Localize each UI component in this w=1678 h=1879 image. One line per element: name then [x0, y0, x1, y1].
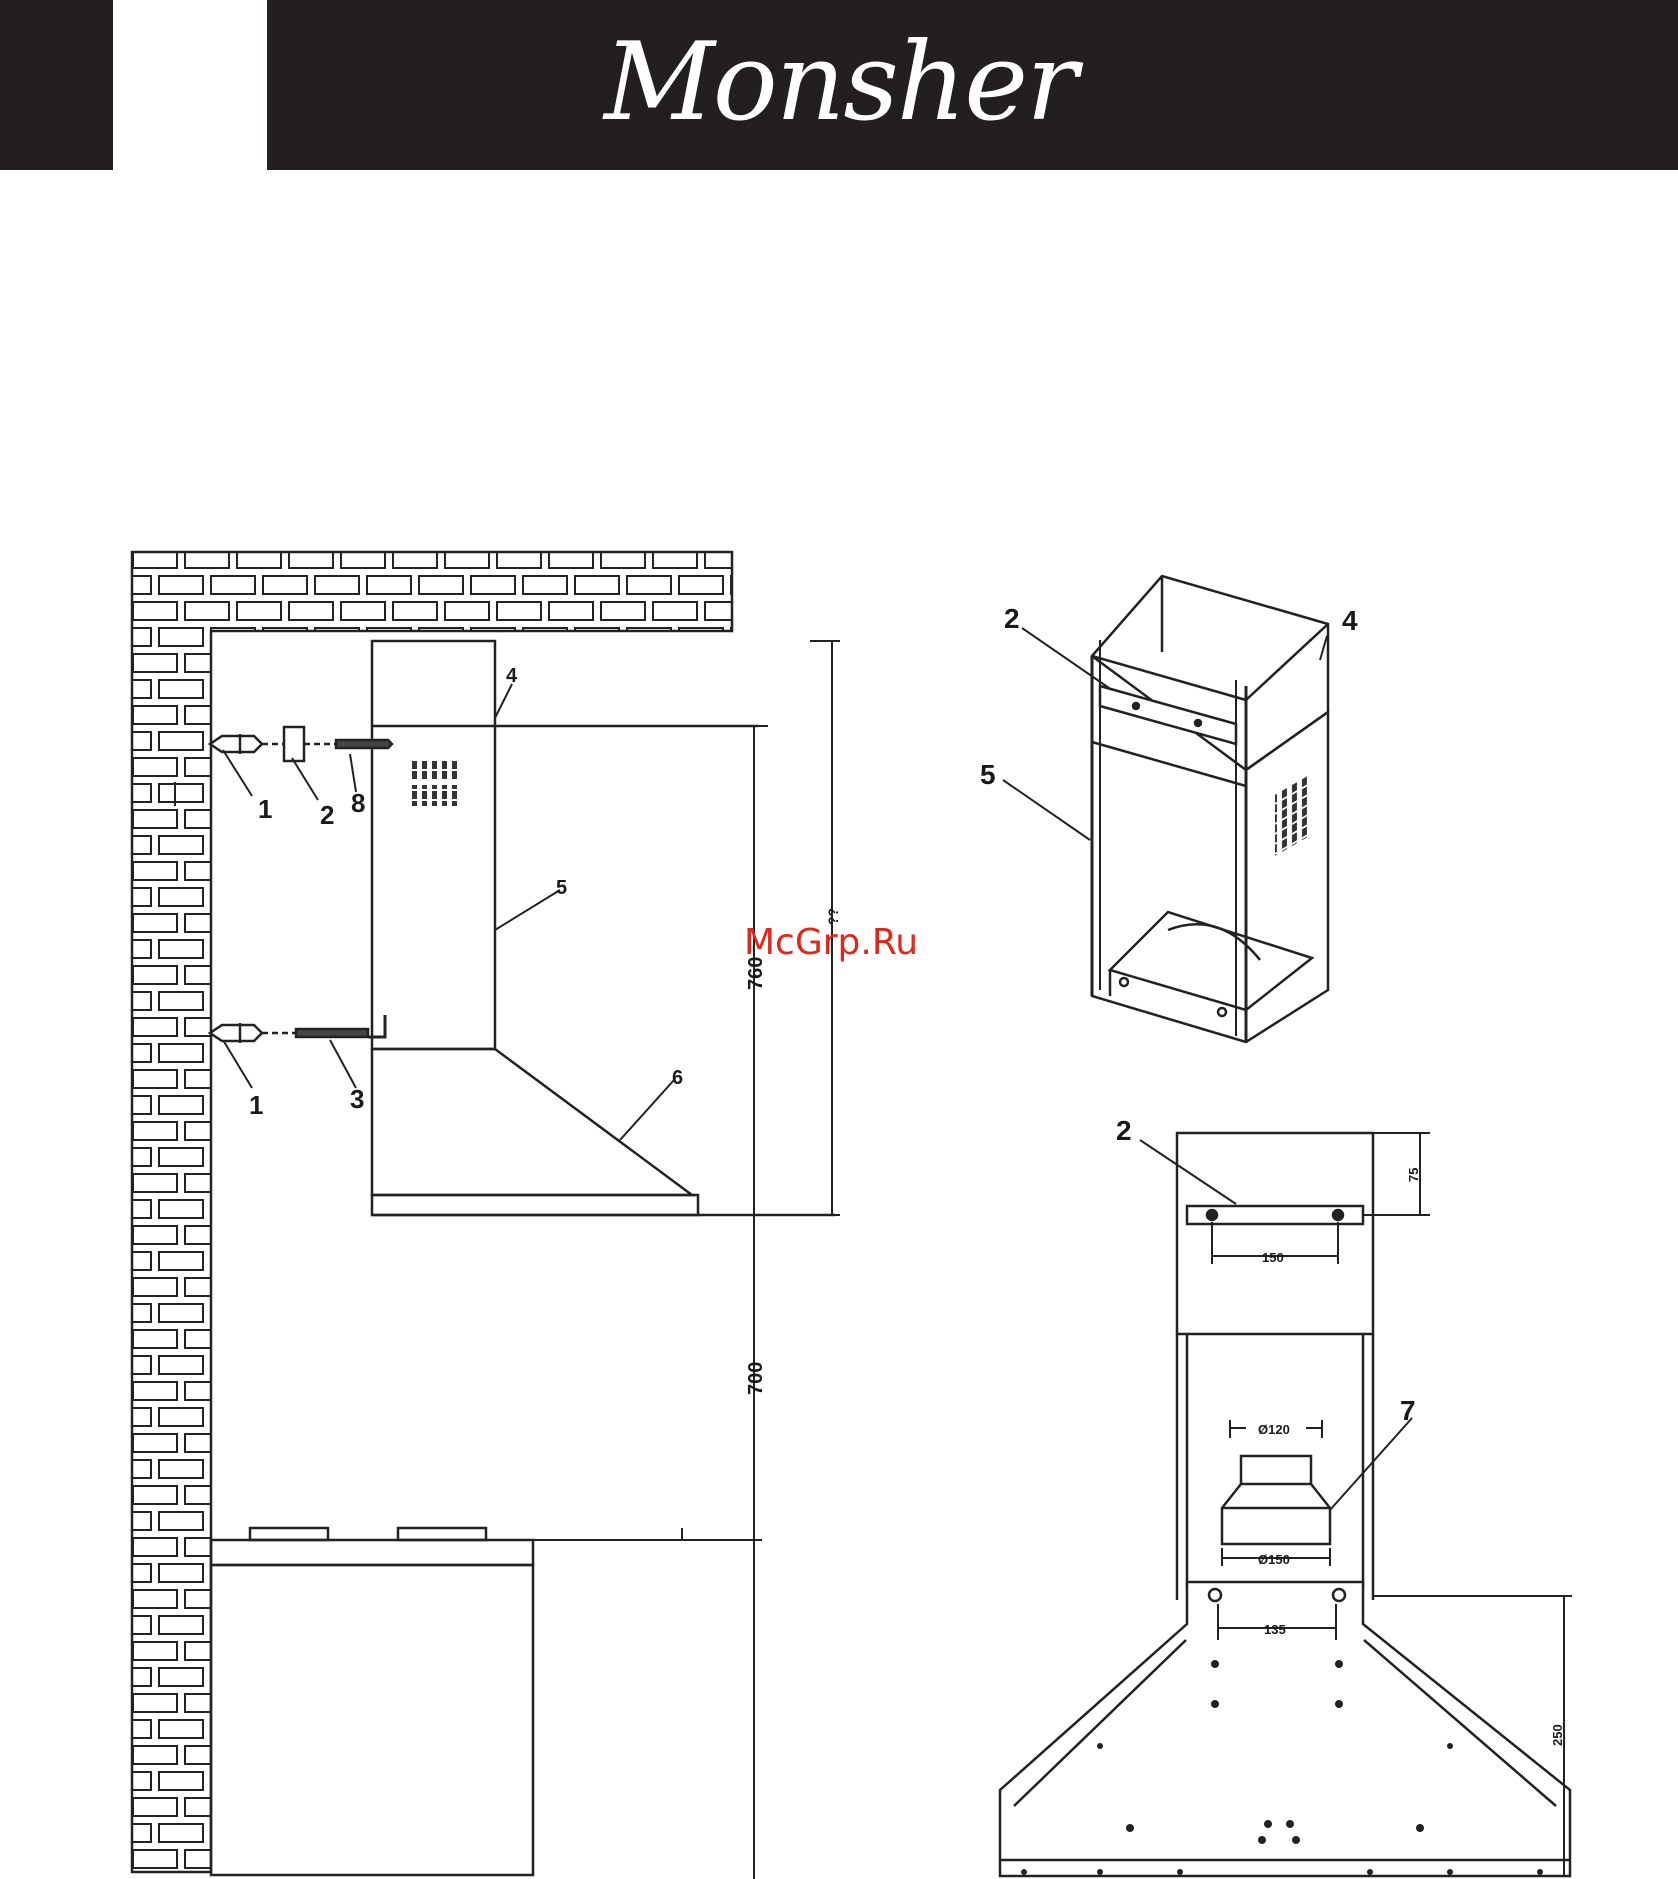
- side-view: [132, 552, 840, 1879]
- dim-150: 150: [1262, 1250, 1284, 1265]
- iso-lower-chimney: [1092, 712, 1328, 1042]
- iso-vents: [1275, 775, 1307, 855]
- chimney-outer: [372, 641, 495, 1049]
- callout-1-lower: 1: [249, 1090, 263, 1120]
- hood-canopy: [372, 1049, 692, 1195]
- dim-75: 75: [1406, 1168, 1421, 1182]
- callout-4-side: 4: [506, 665, 518, 687]
- callout-7: 7: [1400, 1395, 1416, 1426]
- dim-250: 250: [1550, 1724, 1565, 1746]
- duct-collar-top: [1241, 1456, 1311, 1484]
- upper-fixing: [210, 727, 392, 761]
- callout-2-front: 2: [1116, 1115, 1132, 1146]
- front-lower-chimney: [1187, 1334, 1363, 1588]
- callout-4-iso: 4: [1342, 605, 1358, 636]
- dim-700: 700: [745, 1362, 767, 1395]
- iso-view: [1003, 576, 1328, 1042]
- front-upper-chimney: [1177, 1133, 1373, 1334]
- lower-fixing: [210, 1015, 385, 1043]
- dim-d150: Ø150: [1258, 1552, 1290, 1567]
- callout-2-iso: 2: [1004, 603, 1020, 634]
- callout-1-upper: 1: [258, 794, 272, 824]
- callout-5-iso: 5: [980, 759, 996, 790]
- callout-6: 6: [672, 1067, 683, 1089]
- callout-8: 8: [351, 788, 365, 818]
- iso-upper-chimney: [1092, 576, 1328, 770]
- callout-2-side: 2: [320, 800, 334, 830]
- callout-3: 3: [350, 1084, 364, 1114]
- dim-135: 135: [1264, 1622, 1286, 1637]
- watermark: McGrp.Ru: [744, 922, 918, 963]
- front-view: [1000, 1133, 1572, 1876]
- duct-collar-flare: [1222, 1484, 1330, 1544]
- dim-d120: Ø120: [1258, 1422, 1290, 1437]
- callout-5-side: 5: [556, 877, 567, 899]
